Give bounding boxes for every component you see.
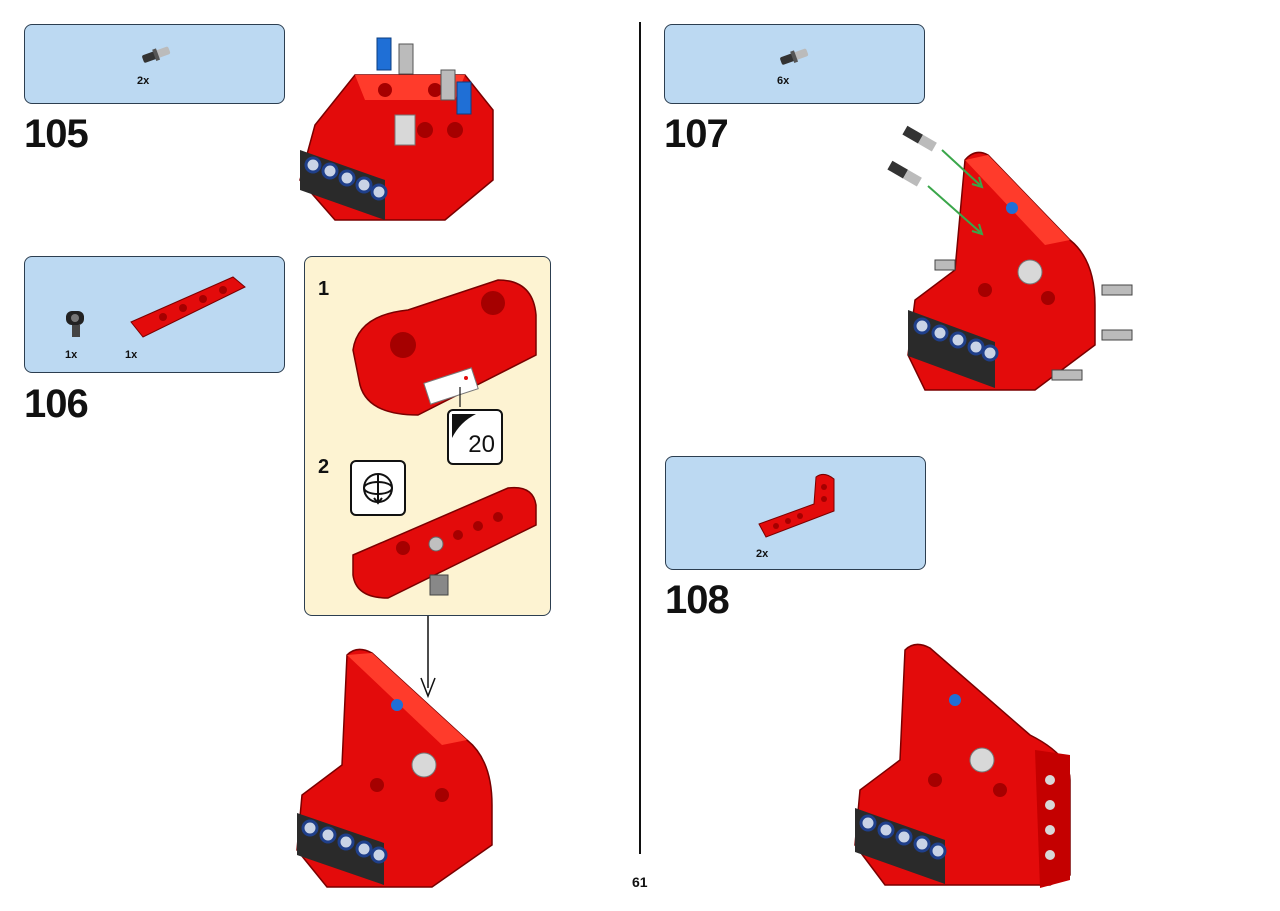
step-number-105: 105 bbox=[24, 112, 89, 156]
sub-model-2-image bbox=[352, 486, 537, 599]
rotate-icon bbox=[363, 473, 393, 505]
beam-red-icon bbox=[130, 276, 246, 338]
part-qty: 2x bbox=[137, 75, 150, 87]
step-number-106: 106 bbox=[24, 382, 89, 426]
sub-model-1-image bbox=[352, 279, 537, 416]
parts-callout-107: 6x bbox=[664, 24, 925, 104]
page-number: 61 bbox=[632, 874, 648, 890]
angled-beam-red-icon bbox=[758, 473, 835, 538]
pin-black-gray-icon bbox=[142, 46, 171, 63]
part-qty: 1x bbox=[65, 349, 78, 361]
part-qty: 2x bbox=[756, 548, 769, 560]
model-step-107-image bbox=[887, 125, 1133, 391]
sticker-icon bbox=[452, 414, 476, 438]
sticker-callout: 20 bbox=[447, 409, 503, 465]
substep-number-1: 1 bbox=[318, 278, 330, 300]
substep-number-2: 2 bbox=[318, 456, 330, 478]
connector-black-icon bbox=[66, 311, 84, 337]
pin-black-gray-icon bbox=[780, 48, 809, 65]
step-number-108: 108 bbox=[665, 578, 730, 622]
insert-arrow bbox=[420, 616, 436, 699]
sticker-number: 20 bbox=[468, 431, 495, 458]
model-step-105-image bbox=[299, 37, 494, 221]
part-qty: 6x bbox=[777, 75, 790, 87]
model-step-106-image bbox=[296, 648, 493, 888]
step-number-107: 107 bbox=[664, 112, 729, 156]
parts-callout-105: 2x bbox=[24, 24, 285, 104]
part-qty: 1x bbox=[125, 349, 138, 361]
model-step-108-image bbox=[854, 643, 1071, 888]
parts-callout-106: 1x 1x bbox=[24, 256, 285, 373]
page-divider bbox=[639, 22, 641, 854]
rotate-callout bbox=[350, 460, 406, 516]
parts-callout-108: 2x bbox=[665, 456, 926, 570]
